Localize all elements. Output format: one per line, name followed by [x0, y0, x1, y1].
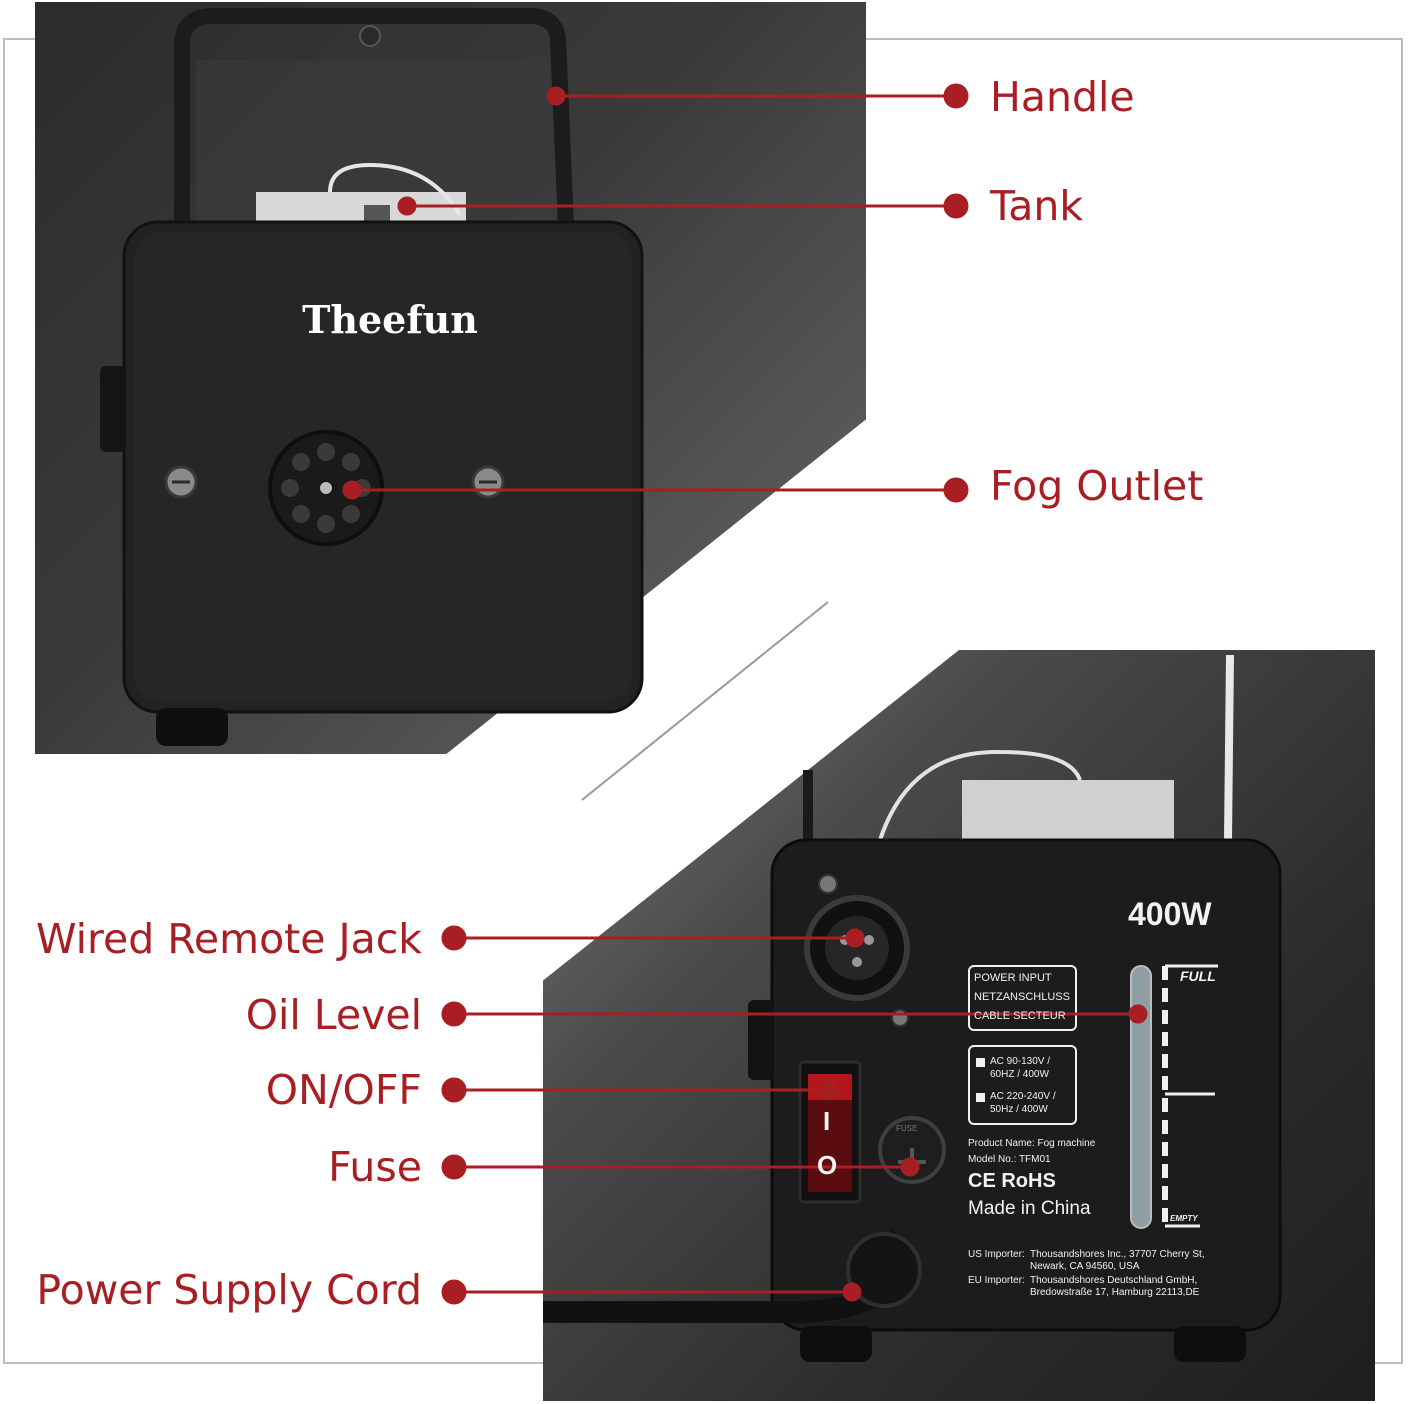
callout-lines [342, 83, 1148, 1305]
front-fog-machine: Theefun [100, 7, 644, 746]
brand-logo: Theefun [302, 297, 478, 342]
eu-importer-address: Thousandshores Deutschland GmbH, Bredows… [1030, 1275, 1200, 1298]
label-fuse: Fuse [328, 1143, 422, 1191]
fuse-mark: FUSE [896, 1124, 918, 1133]
switch-on-mark: I [823, 1106, 831, 1136]
label-handle: Handle [990, 73, 1135, 121]
us-importer-address: Thousandshores Inc., 37707 Cherry St, Ne… [1030, 1249, 1205, 1272]
label-power-supply-cord: Power Supply Cord [36, 1266, 422, 1314]
product-name: Product Name: Fog machine [968, 1138, 1096, 1149]
model-number: Model No.: TFM01 [968, 1154, 1051, 1165]
power-input-line-1: POWER INPUT [974, 972, 1052, 984]
level-empty-label: EMPTY [1170, 1214, 1198, 1223]
handle-screw [359, 25, 381, 47]
rear-handle [1224, 654, 1234, 841]
machine-face [134, 232, 632, 702]
oil-level-window [1130, 965, 1152, 1229]
label-on-off: ON/OFF [265, 1066, 422, 1114]
eu-importer-label: EU Importer: [968, 1275, 1025, 1286]
label-oil-level: Oil Level [245, 991, 422, 1039]
label-fog-outlet: Fog Outlet [990, 462, 1204, 510]
power-input-line-2: NETZANSCHLUSS [974, 991, 1070, 1003]
level-full-label: FULL [1180, 968, 1216, 984]
voltage-option-2: AC 220-240V / 50Hz / 400W [990, 1091, 1056, 1115]
power-input-line-3: CABLE SECTEUR [974, 1010, 1066, 1022]
label-tank: Tank [990, 182, 1084, 230]
certification-marks: CE RoHS [968, 1170, 1056, 1192]
tank-tube [328, 162, 462, 217]
wattage-label: 400W [1128, 896, 1212, 932]
tank-cap [364, 205, 390, 223]
voltage-option-1: AC 90-130V / 60HZ / 400W [990, 1056, 1051, 1080]
label-wired-remote-jack: Wired Remote Jack [36, 915, 422, 963]
handle-graphic [174, 7, 574, 226]
front-foot [156, 708, 228, 746]
us-importer-label: US Importer: [968, 1249, 1025, 1260]
switch-off-mark: O [817, 1150, 838, 1180]
rear-tank [962, 780, 1174, 850]
made-in-label: Made in China [968, 1198, 1091, 1219]
side-knob [100, 366, 126, 452]
handle-inner [196, 60, 556, 225]
diagonal-divider [581, 601, 829, 801]
